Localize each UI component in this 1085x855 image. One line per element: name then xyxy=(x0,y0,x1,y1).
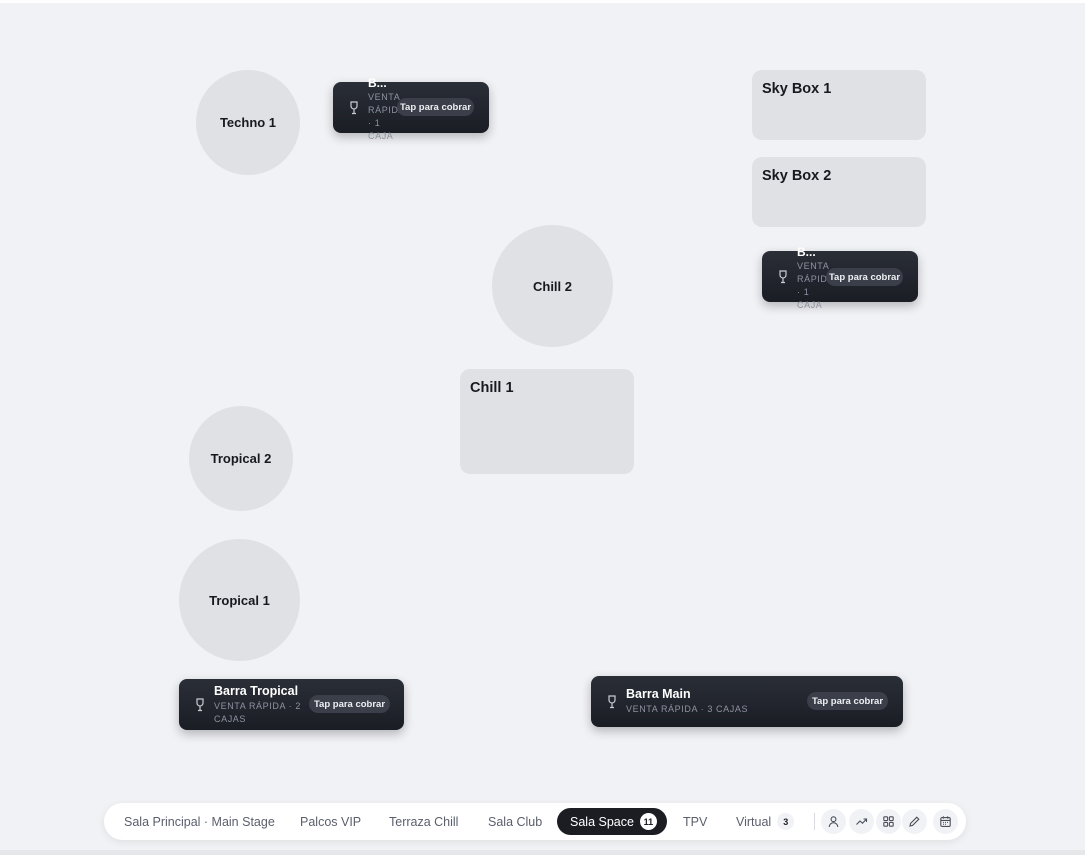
top-edge xyxy=(0,0,1085,3)
bar-card-top-left[interactable]: B... VENTA RÁPIDA · 1 CAJA Tap para cobr… xyxy=(333,76,489,141)
bar-subtitle: VENTA RÁPIDA · 2 CAJAS xyxy=(214,701,301,724)
wine-glass-icon xyxy=(779,270,787,284)
wine-glass-icon xyxy=(350,101,358,115)
tap-to-charge-button[interactable]: Tap para cobrar xyxy=(397,98,474,116)
table-label: Tropical 2 xyxy=(210,451,272,466)
tab-sala-principal[interactable]: Sala Principal · Main Stage xyxy=(124,803,275,840)
tab-virtual[interactable]: Virtual 3 xyxy=(736,803,795,840)
bar-card-top-right[interactable]: B... VENTA RÁPIDA · 1 CAJA Tap para cobr… xyxy=(762,245,918,310)
bar-subtitle: VENTA RÁPIDA · 1 CAJA xyxy=(797,261,834,310)
bar-name: B... xyxy=(797,245,816,259)
room-tab-bar: Sala Principal · Main Stage Palcos VIP T… xyxy=(104,803,966,840)
table-techno-1[interactable]: Techno 1 xyxy=(196,70,300,175)
tab-palcos-vip[interactable]: Palcos VIP xyxy=(300,803,361,840)
table-chill-2[interactable]: Chill 2 xyxy=(492,225,613,347)
table-sky-box-2[interactable]: Sky Box 2 xyxy=(752,157,926,227)
bar-name: B... xyxy=(368,76,387,90)
tab-sala-space[interactable]: Sala Space 11 xyxy=(557,808,667,835)
table-label: Chill 1 xyxy=(470,380,514,396)
table-sky-box-1[interactable]: Sky Box 1 xyxy=(752,70,926,140)
table-label: Techno 1 xyxy=(219,115,277,130)
tab-label: Sala Principal · Main Stage xyxy=(124,814,275,829)
trend-icon[interactable] xyxy=(849,809,874,834)
tab-label: Terraza Chill xyxy=(389,814,459,829)
bar-card-barra-tropical[interactable]: Barra Tropical VENTA RÁPIDA · 2 CAJAS Ta… xyxy=(179,679,404,730)
table-label: Sky Box 2 xyxy=(762,168,832,184)
tab-label: Palcos VIP xyxy=(300,814,362,829)
bar-subtitle: VENTA RÁPIDA · 1 CAJA xyxy=(368,92,405,141)
toolbar-divider xyxy=(814,813,815,830)
tab-terraza-chill[interactable]: Terraza Chill xyxy=(389,803,458,840)
tab-sala-club[interactable]: Sala Club xyxy=(488,803,542,840)
calendar-icon[interactable] xyxy=(933,809,958,834)
tab-label: Sala Club xyxy=(488,814,543,829)
table-tropical-1[interactable]: Tropical 1 xyxy=(179,539,300,661)
tab-tpv[interactable]: TPV xyxy=(683,803,707,840)
tap-to-charge-button[interactable]: Tap para cobrar xyxy=(807,692,888,710)
tab-label: Sala Space xyxy=(570,814,634,829)
user-icon[interactable] xyxy=(821,809,846,834)
tab-label: TPV xyxy=(683,814,708,829)
table-label: Tropical 1 xyxy=(209,592,270,608)
pencil-icon[interactable] xyxy=(902,809,927,834)
grid-icon[interactable] xyxy=(876,809,901,834)
bar-subtitle: VENTA RÁPIDA · 3 CAJAS xyxy=(626,704,749,714)
tap-to-charge-button[interactable]: Tap para cobrar xyxy=(826,268,903,286)
bar-name: Barra Tropical xyxy=(214,684,299,698)
wine-glass-icon xyxy=(196,698,204,712)
bar-name: Barra Main xyxy=(626,687,691,701)
tab-count-badge: 3 xyxy=(777,813,795,830)
tap-to-charge-button[interactable]: Tap para cobrar xyxy=(309,695,390,713)
tab-label: Virtual xyxy=(736,814,772,829)
table-label: Sky Box 1 xyxy=(762,81,832,97)
table-tropical-2[interactable]: Tropical 2 xyxy=(189,406,293,511)
table-label: Chill 2 xyxy=(532,278,572,294)
bar-card-barra-main[interactable]: Barra Main VENTA RÁPIDA · 3 CAJAS Tap pa… xyxy=(591,676,903,727)
wine-glass-icon xyxy=(608,695,616,709)
table-chill-1[interactable]: Chill 1 xyxy=(460,369,634,474)
bottom-edge xyxy=(0,850,1085,855)
tab-count-badge: 11 xyxy=(639,813,657,830)
